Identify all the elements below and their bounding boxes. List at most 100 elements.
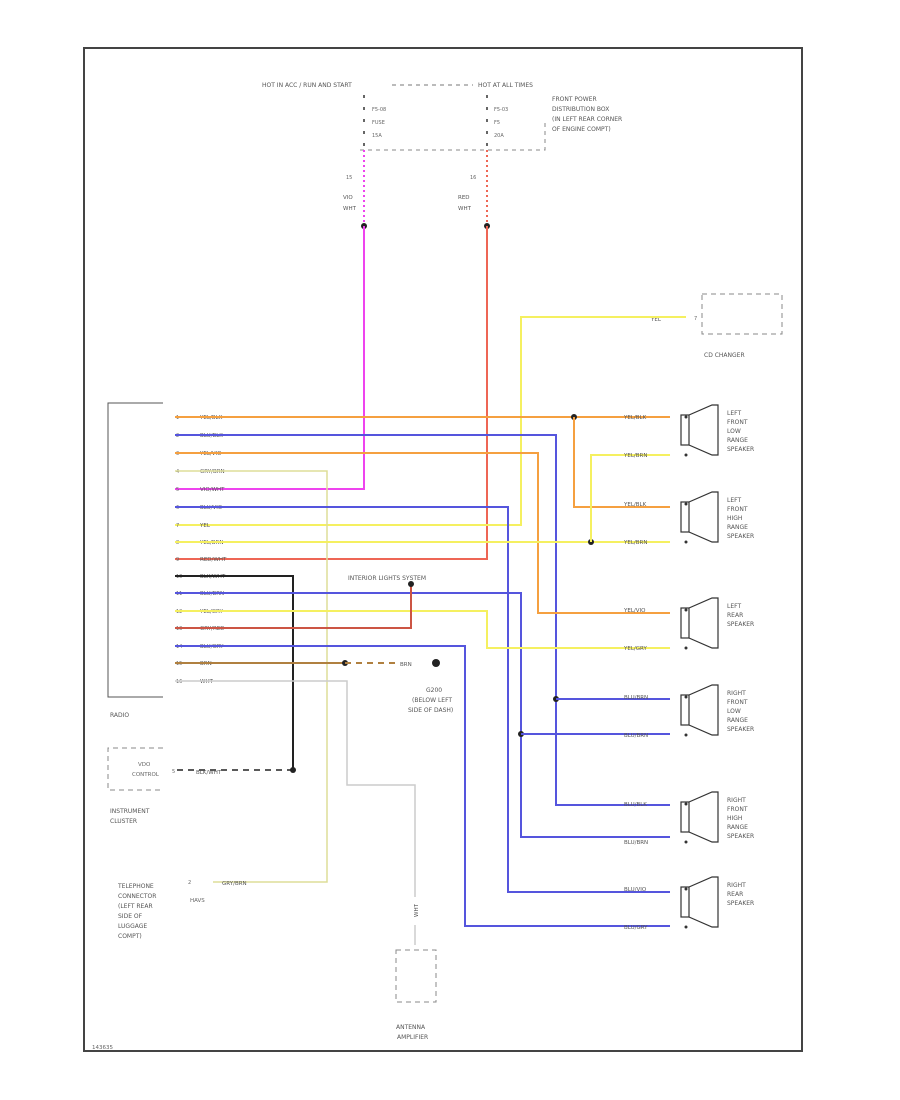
- right-fuse-pin: 16: [470, 175, 476, 181]
- speaker-wire-label: BLU/BRN: [624, 840, 648, 846]
- speaker: YEL/VIO YEL/GRY LEFT REAR SPEAKER: [623, 597, 754, 652]
- ground-label-1: G200: [426, 687, 442, 694]
- speaker-terminal: [684, 415, 688, 419]
- cluster-inner-2: CONTROL: [132, 772, 160, 778]
- speaker-label-line: LOW: [727, 428, 741, 435]
- wire-pin1-branch: [573, 417, 670, 508]
- wire-pin11: [175, 592, 670, 838]
- left-wire-color-1: VIO: [343, 195, 353, 201]
- ground-label-2: (BELOW LEFT: [412, 697, 452, 704]
- speaker-label-line: FRONT: [727, 419, 748, 426]
- fuse-box: HOT IN ACC / RUN AND START HOT AT ALL TI…: [262, 82, 622, 151]
- left-fuse-pin: 15: [346, 175, 352, 181]
- ground-label-3: SIDE OF DASH): [408, 707, 453, 714]
- speaker-wire-label: YEL/VIO: [623, 608, 646, 614]
- wire-pin14: [175, 645, 670, 927]
- wire-pin3: [175, 452, 670, 614]
- speaker-label-line: RANGE: [727, 524, 748, 531]
- speaker-wire-label: BLU/VIO: [624, 887, 647, 893]
- speaker-label-line: FRONT: [727, 699, 748, 706]
- speaker-terminal: [684, 802, 688, 806]
- speaker-label-line: FRONT: [727, 806, 748, 813]
- cluster-wire-label: BLK/WHT: [196, 770, 222, 776]
- speaker-label-line: FRONT: [727, 506, 748, 513]
- fuse-box-label-1: FRONT POWER: [552, 96, 597, 103]
- violet-power-wire: [175, 226, 365, 490]
- speakers: YEL/BLKYEL/BRNLEFTFRONTLOWRANGESPEAKERYE…: [623, 404, 754, 931]
- telephone-label-line: (LEFT REAR: [118, 903, 153, 910]
- radio-pin-wire: YEL: [199, 523, 211, 529]
- telephone-label-line: TELEPHONE: [117, 883, 154, 890]
- cd-changer-pin: 7: [694, 316, 697, 322]
- instrument-cluster: VDO CONTROL 5 BLK/WHT INSTRUMENT CLUSTER: [107, 747, 222, 825]
- speaker-wire-label: YEL/GRY: [623, 646, 647, 652]
- speaker-wire-label: YEL/BLK: [623, 502, 647, 508]
- fuse-box-label-4: OF ENGINE COMPT): [552, 126, 611, 133]
- telephone-extra: HAVS: [190, 898, 205, 904]
- hot-acc-label: HOT IN ACC / RUN AND START: [262, 82, 352, 89]
- radio-box: [107, 402, 163, 698]
- radio-pin-wire: WHT: [200, 679, 214, 685]
- right-fuse-name: F5: [494, 120, 500, 126]
- left-wire-color-2: WHT: [343, 206, 357, 212]
- diagram-frame: [83, 47, 803, 1052]
- speaker-cone: [688, 684, 719, 736]
- instrument-cluster-box: [107, 747, 163, 791]
- speaker-wire-label: BLU/BLK: [624, 802, 647, 808]
- radio-pin-wire: GRY/BRN: [200, 469, 225, 475]
- speaker-icon: [680, 694, 690, 726]
- fuse-box-label-3: (IN LEFT REAR CORNER: [552, 116, 622, 123]
- wire-pin6: [175, 506, 670, 893]
- speaker-label-line: RIGHT: [727, 690, 746, 697]
- diagram-id: 143635: [92, 1045, 113, 1051]
- telephone-wire-label: GRY/BRN: [222, 881, 247, 887]
- speaker-terminal: [684, 925, 688, 929]
- fuse-box-outline: [360, 120, 546, 151]
- antenna-label-1: ANTENNA: [396, 1024, 426, 1031]
- speaker: YEL/BLK YEL/BRN LEFT FRONT HIGH RANGE SPEAKER: [623, 491, 754, 546]
- speaker-icon: [680, 414, 690, 446]
- wire-pin8-branch: [590, 454, 670, 542]
- speaker-label-line: REAR: [727, 612, 743, 619]
- speaker-cone: [688, 491, 719, 543]
- right-fuse-id: F5-03: [494, 107, 508, 113]
- speaker-terminal: [684, 733, 688, 737]
- speaker-wire-label: YEL/BLK: [623, 415, 647, 421]
- speaker-cone: [688, 791, 719, 843]
- wire-pin2: [175, 434, 670, 806]
- interior-lights-label: INTERIOR LIGHTS SYSTEM: [348, 575, 426, 582]
- wire-pin4: [175, 470, 328, 883]
- left-fuse-name: FUSE: [372, 120, 385, 126]
- cluster-label-1: INSTRUMENT: [110, 808, 150, 815]
- speaker-label-line: SPEAKER: [727, 446, 754, 453]
- speaker-label-line: SPEAKER: [727, 533, 754, 540]
- speaker-label-line: SPEAKER: [727, 621, 754, 628]
- speaker-label-line: LEFT: [727, 497, 741, 504]
- speaker-terminal: [684, 453, 688, 457]
- radio-pin-wire: RED/WHT: [200, 557, 227, 563]
- radio-pin-wire: VIO/WHT: [200, 487, 225, 493]
- radio-pin-number: 9: [176, 557, 179, 563]
- speaker-terminal: [684, 608, 688, 612]
- red-power-wire: [175, 226, 488, 560]
- speaker-label-line: LEFT: [727, 410, 741, 417]
- cluster-inner-1: VDO: [138, 762, 151, 768]
- speaker-label-line: LEFT: [727, 603, 741, 610]
- wire-pin12: [175, 610, 670, 649]
- right-wire-color-1: RED: [458, 195, 470, 201]
- speaker-icon: [680, 801, 690, 833]
- right-fuse-amp: 20A: [494, 133, 504, 139]
- speaker-label-line: HIGH: [727, 515, 742, 522]
- speaker-label-line: LOW: [727, 708, 741, 715]
- speaker-icon: [680, 607, 690, 639]
- right-wire-color-2: WHT: [458, 206, 472, 212]
- telephone-pin: 2: [188, 880, 191, 886]
- radio-pin-number: 5: [176, 487, 179, 493]
- speaker-wire-label: YEL/BRN: [623, 540, 647, 546]
